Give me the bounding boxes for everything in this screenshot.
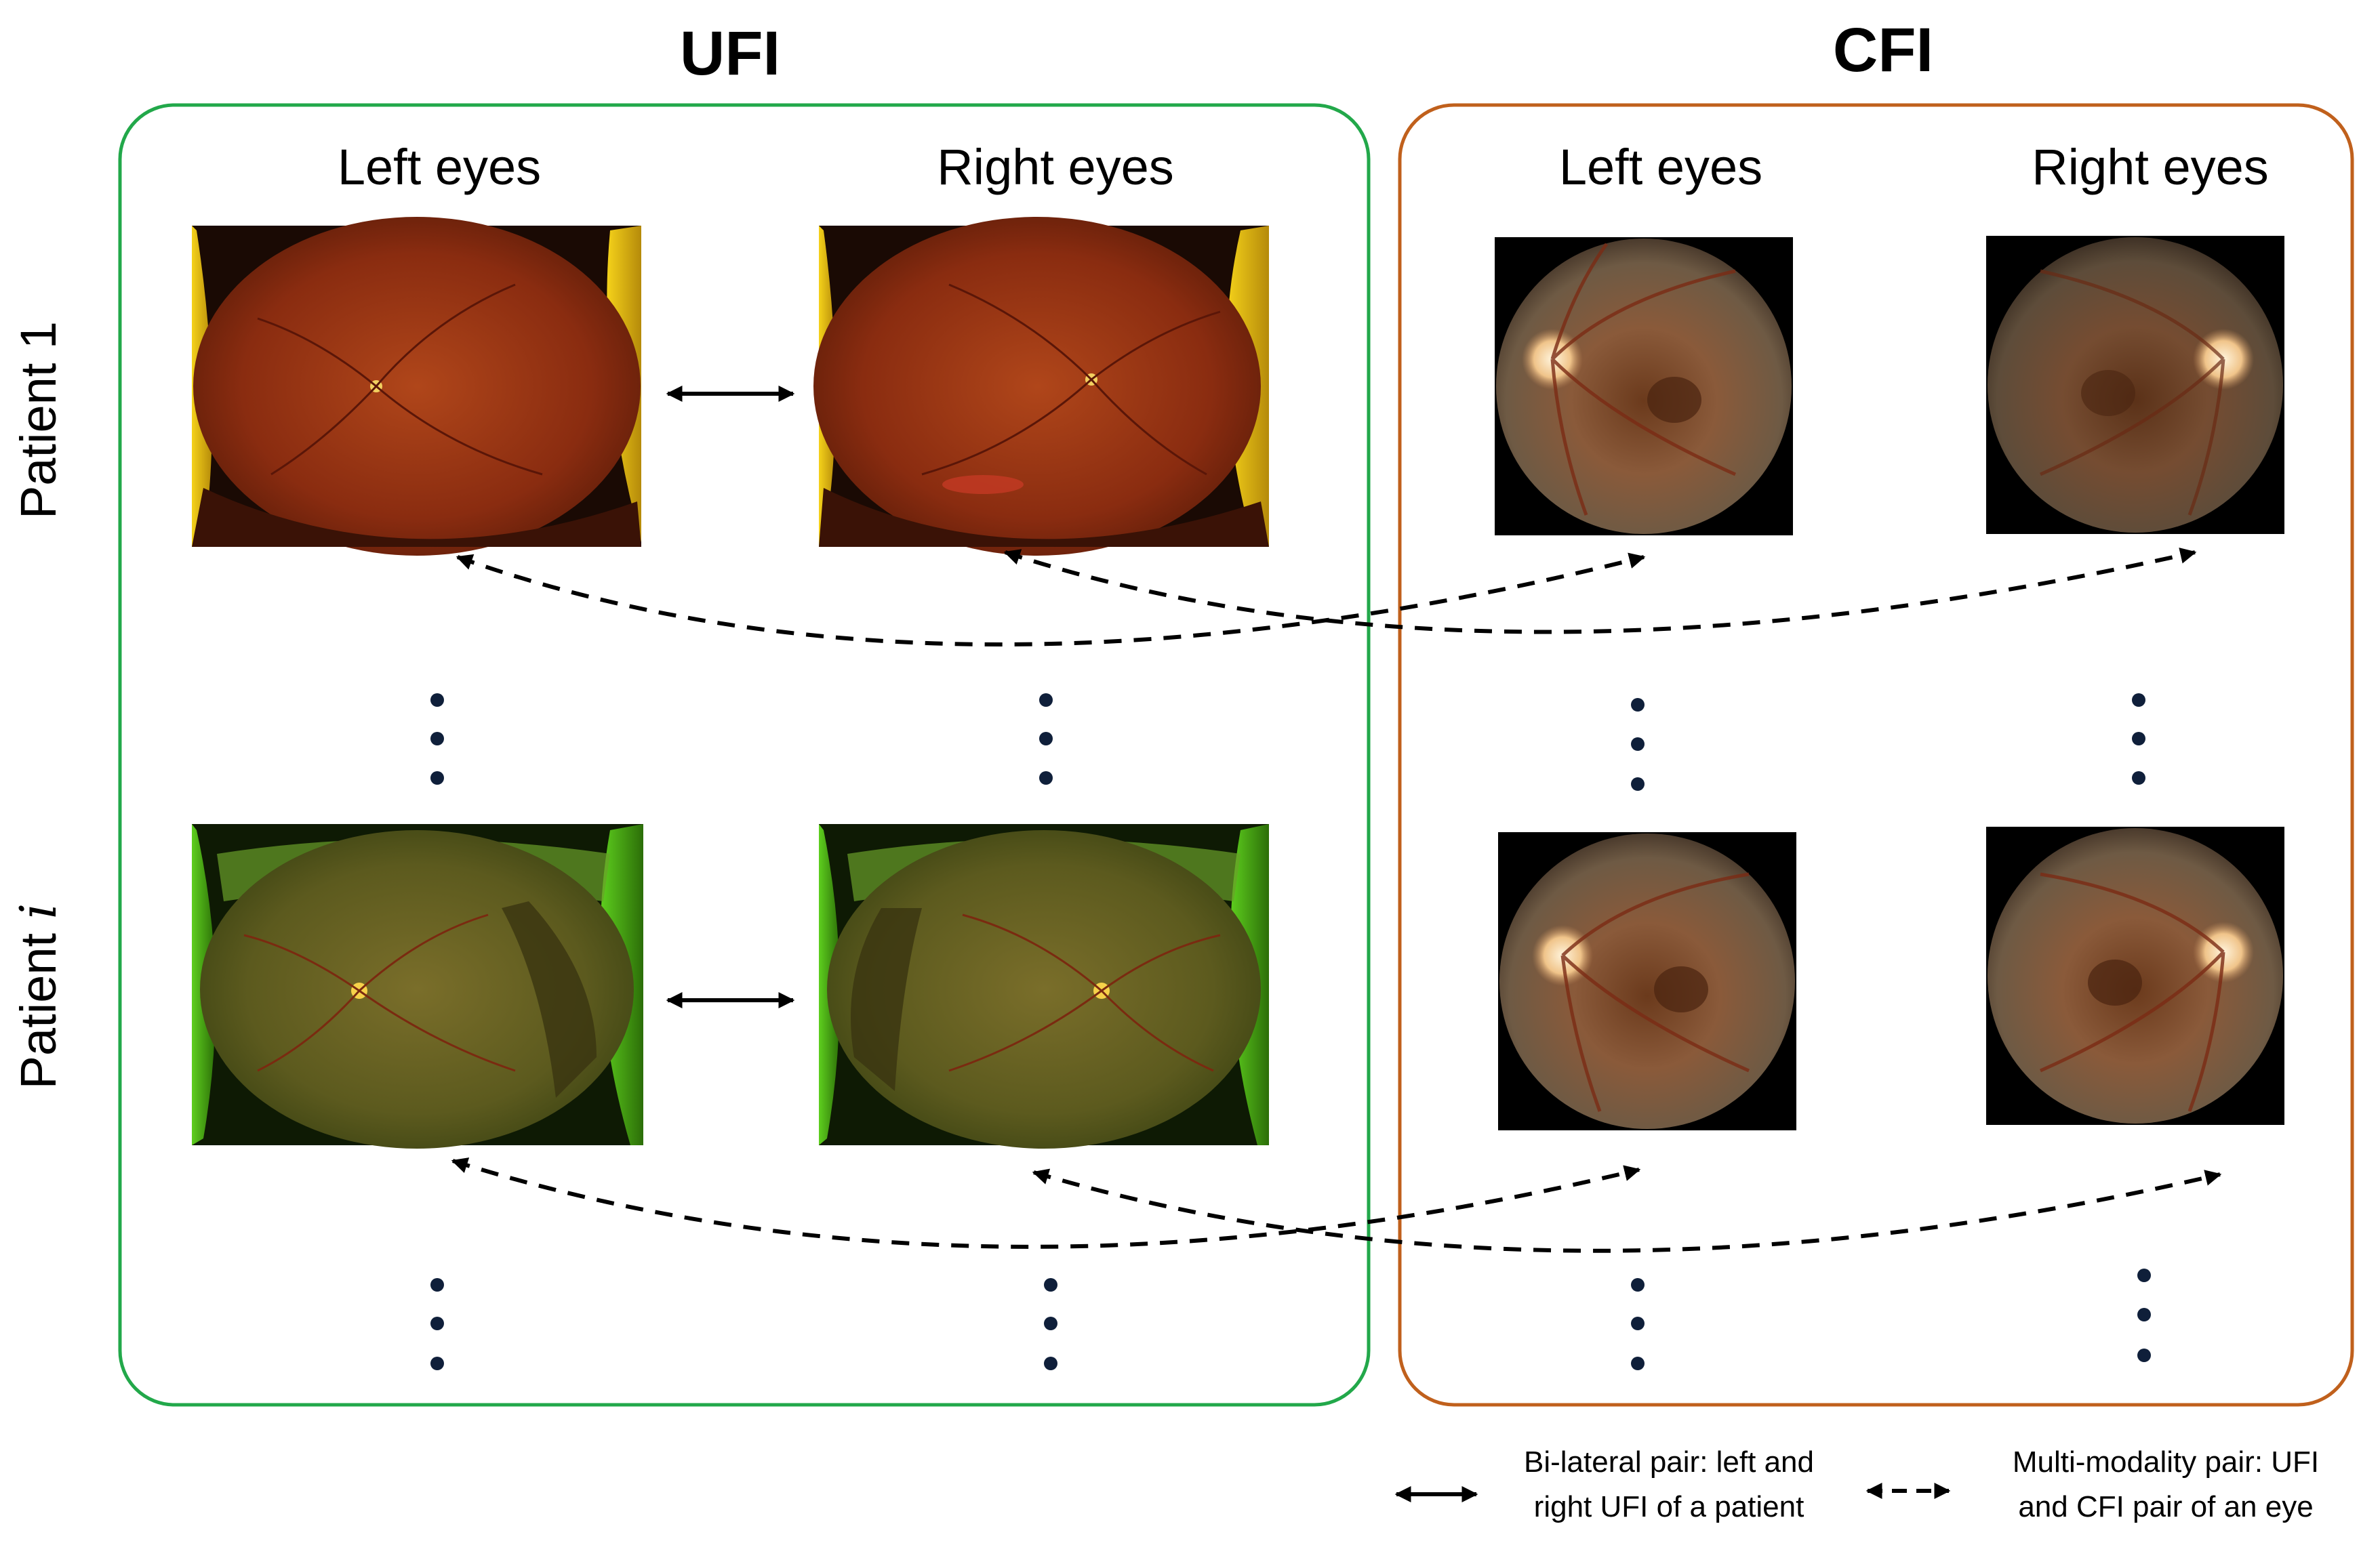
ufi-patient-1-left-image — [192, 217, 641, 556]
cfi-title: CFI — [1833, 16, 1933, 85]
multimodal-arrow-pi-right — [1034, 1172, 2220, 1251]
multimodal-arrow-pi-left — [453, 1161, 1639, 1247]
ellipsis-dots — [430, 693, 2151, 1370]
ufi-title: UFI — [680, 19, 780, 88]
ufi-left-eyes-label: Left eyes — [338, 139, 541, 195]
legend-multimodal-text-1: Multi-modality pair: UFI — [2013, 1445, 2319, 1479]
cfi-patient-1-right-image — [1986, 236, 2284, 534]
ellipsis-ufi-right-bottom — [1044, 1278, 1057, 1370]
ufi-patient-i-left-image — [192, 824, 643, 1149]
legend: Bi-lateral pair: left and right UFI of a… — [1396, 1445, 2319, 1523]
cfi-right-eyes-label: Right eyes — [2032, 139, 2269, 195]
legend-multimodal-text-2: and CFI pair of an eye — [2018, 1490, 2313, 1523]
ellipsis-ufi-left-bottom — [430, 1278, 444, 1370]
patient-i-label: Patient i — [9, 903, 68, 1090]
ellipsis-cfi-left-bottom — [1631, 1278, 1645, 1370]
legend-bilateral-text-1: Bi-lateral pair: left and — [1524, 1445, 1814, 1479]
ellipsis-ufi-right-mid — [1039, 693, 1053, 785]
patient-1-label: Patient 1 — [10, 321, 66, 519]
legend-bilateral-text-2: right UFI of a patient — [1534, 1490, 1804, 1523]
ellipsis-cfi-left-mid — [1631, 698, 1645, 791]
multimodal-arrow-p1-left — [458, 557, 1644, 644]
ellipsis-cfi-right-mid — [2132, 693, 2145, 785]
ufi-patient-i-right-image — [819, 824, 1269, 1149]
ufi-right-eyes-label: Right eyes — [937, 139, 1174, 195]
ellipsis-ufi-left-mid — [430, 693, 444, 785]
multimodal-arrow-p1-right — [1005, 552, 2195, 632]
cfi-patient-i-left-image — [1498, 832, 1796, 1130]
ufi-patient-1-right-image — [813, 217, 1269, 556]
cfi-patient-i-right-image — [1986, 827, 2284, 1125]
ellipsis-cfi-right-bottom — [2137, 1269, 2151, 1362]
cfi-patient-1-left-image — [1495, 237, 1793, 535]
cfi-left-eyes-label: Left eyes — [1559, 139, 1762, 195]
